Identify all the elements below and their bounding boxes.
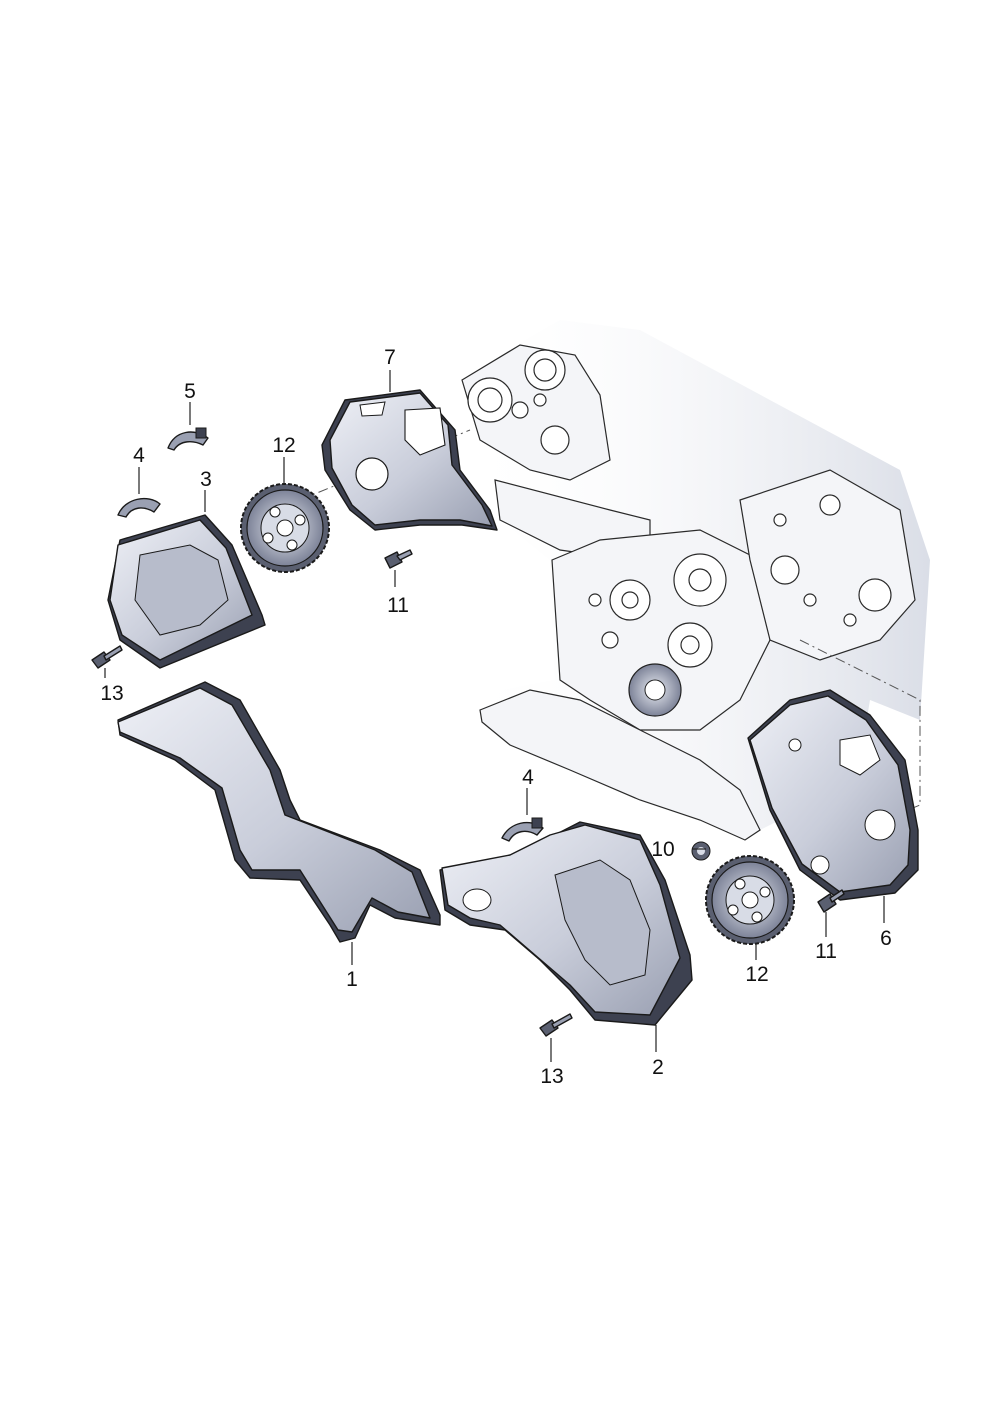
callout-11-upper: 11 <box>387 594 409 617</box>
callout-4-lower: 4 <box>522 766 534 789</box>
callout-labels: 7 5 4 3 12 11 13 1 4 10 12 11 6 2 13 <box>100 346 892 1088</box>
engine-block <box>455 320 930 841</box>
part-2-upper-timing-cover-right[interactable] <box>439 821 693 1026</box>
part-10-nut[interactable] <box>691 841 711 861</box>
part-7-rear-timing-cover-left[interactable] <box>321 389 498 531</box>
part-4-clip-lower[interactable] <box>501 817 544 842</box>
callout-2: 2 <box>652 1056 664 1079</box>
part-13-bolt-lower[interactable] <box>539 1013 573 1037</box>
part-6-rear-timing-cover-right[interactable] <box>747 689 919 901</box>
part-11-bolt-upper[interactable] <box>384 549 413 569</box>
leader-lines <box>104 370 885 1062</box>
crank-sprocket <box>628 663 682 717</box>
callout-4-upper: 4 <box>133 444 145 467</box>
callout-1: 1 <box>346 968 358 991</box>
part-13-bolt-upper[interactable] <box>91 645 123 669</box>
part-12-camshaft-sprocket-lower[interactable] <box>705 855 795 945</box>
callout-10: 10 <box>651 838 674 861</box>
part-12-camshaft-sprocket-upper[interactable] <box>240 483 330 573</box>
part-3-upper-timing-cover-left[interactable] <box>107 514 266 669</box>
part-1-lower-timing-cover[interactable] <box>117 681 441 943</box>
callout-13-lower: 13 <box>540 1065 563 1088</box>
part-11-bolt-lower[interactable] <box>817 889 845 913</box>
part-4-clip-upper[interactable] <box>117 497 161 518</box>
callout-12-lower: 12 <box>745 963 768 986</box>
callout-6: 6 <box>880 927 892 950</box>
callout-7: 7 <box>384 346 396 369</box>
callout-12-upper: 12 <box>272 434 295 457</box>
part-5-clip[interactable] <box>167 427 209 451</box>
callout-5: 5 <box>184 380 196 403</box>
callout-11-lower: 11 <box>815 940 837 963</box>
callout-13-upper: 13 <box>100 682 123 705</box>
callout-3: 3 <box>200 468 212 491</box>
